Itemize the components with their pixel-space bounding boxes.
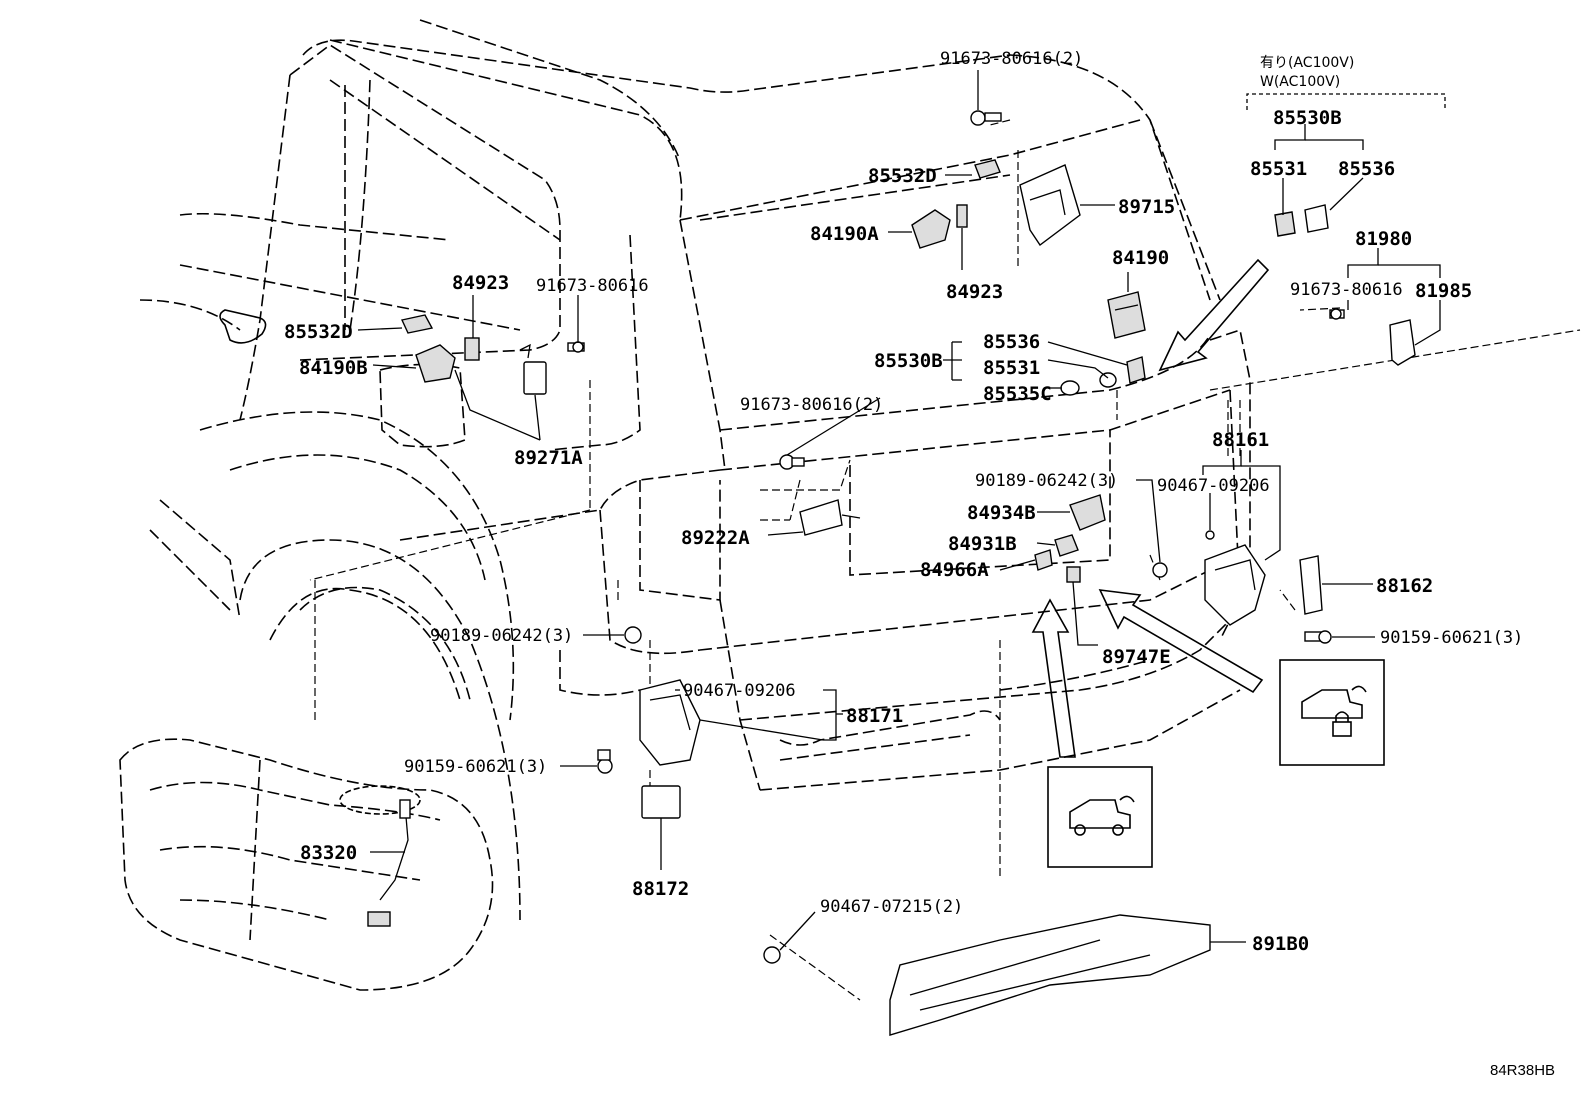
part-label: 88172 [632, 878, 689, 900]
diagram-code: 84R38HB [1490, 1062, 1555, 1079]
part-label: 90159-60621(3) [1380, 628, 1523, 648]
part-label: 85535C [983, 383, 1052, 405]
part-label: 85530B [1273, 107, 1342, 129]
part-label: 89271A [514, 447, 583, 469]
part-label: 84190 [1112, 247, 1169, 269]
part-label: 891B0 [1252, 933, 1309, 955]
vehicle-back-door-lock-icon [1279, 659, 1385, 766]
part-label: 81980 [1355, 228, 1412, 250]
part-label: 85531 [983, 357, 1040, 379]
part-label: 84190B [299, 357, 368, 379]
part-label: 84931B [948, 533, 1017, 555]
part-label: 85536 [983, 331, 1040, 353]
part-label: 89747E [1102, 646, 1171, 668]
part-label: 90467-07215(2) [820, 897, 963, 917]
part-label: 81985 [1415, 280, 1472, 302]
part-label: 85536 [1338, 158, 1395, 180]
part-label: 88161 [1212, 429, 1269, 451]
part-label: 85530B [874, 350, 943, 372]
part-label: 89222A [681, 527, 750, 549]
part-label: 90467-09206 [683, 681, 796, 701]
part-label: 91673-80616 [536, 276, 649, 296]
part-label: 90467-09206 [1157, 476, 1270, 496]
part-label: 85532D [284, 321, 353, 343]
solid-leaders [357, 70, 1446, 951]
part-label: 83320 [300, 842, 357, 864]
view-arrows [1031, 258, 1270, 758]
header-note-line2: W(AC100V) [1260, 74, 1340, 90]
callout-labels: 91673-80616(2) 85532D 89715 84190A 84923… [284, 49, 1523, 955]
part-label: 85532D [868, 165, 937, 187]
part-label: 84923 [452, 272, 509, 294]
part-label: 85531 [1250, 158, 1307, 180]
header-note-line1: 有り(AC100V) [1260, 55, 1354, 71]
part-label: 91673-80616(2) [940, 49, 1083, 69]
part-label: 84923 [946, 281, 1003, 303]
fuel-tank [119, 738, 494, 991]
parts [367, 110, 1416, 1036]
header-note: 有り(AC100V) W(AC100V) [1260, 55, 1354, 90]
part-label: 91673-80616(2) [740, 395, 883, 415]
part-label: 84190A [810, 223, 879, 245]
part-label: 91673-80616 [1290, 280, 1403, 300]
part-label: 90189-06242(3) [975, 471, 1118, 491]
part-label: 89715 [1118, 196, 1175, 218]
part-label: 88162 [1376, 575, 1433, 597]
part-label: 90189-06242(3) [430, 626, 573, 646]
vehicle-back-door-icon [1047, 766, 1153, 868]
part-label: 84966A [920, 559, 989, 581]
part-label: 88171 [846, 705, 903, 727]
part-label: 84934B [967, 502, 1036, 524]
vehicle-body-outline [139, 19, 1251, 921]
bolt-icon [970, 110, 1002, 126]
part-label: 90159-60621(3) [404, 757, 547, 777]
